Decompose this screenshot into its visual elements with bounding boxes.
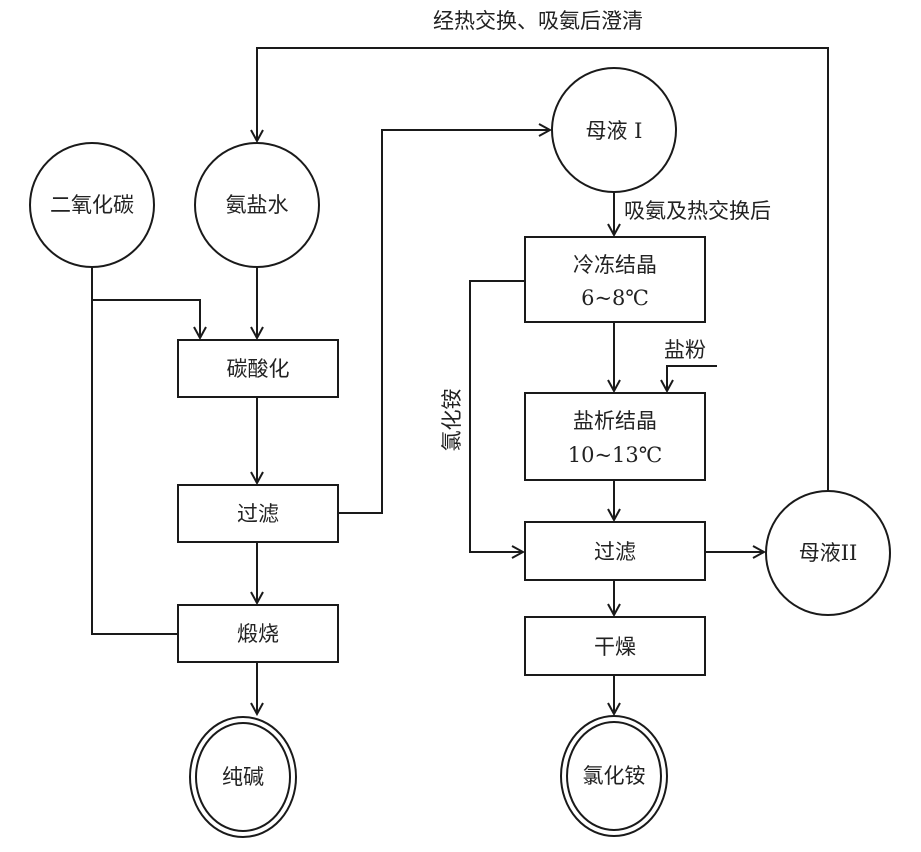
node-filter-left-label: 过滤	[237, 502, 279, 526]
node-filter-right-label: 过滤	[594, 540, 636, 564]
edge-recycle-to-ammonia-brine	[257, 47, 829, 491]
node-carbonation: 碳酸化	[177, 339, 339, 398]
node-filter-left: 过滤	[177, 484, 339, 543]
node-calcination-label: 煅烧	[237, 622, 279, 646]
edge-freeze-to-filter-right	[469, 280, 525, 552]
node-soda-ash-label: 纯碱	[222, 765, 264, 789]
node-mother-liquor-2-label: 母液II	[799, 541, 858, 565]
node-ammonia-brine-label: 氨盐水	[226, 193, 289, 217]
node-salting-crystallization: 盐析结晶 10~13℃	[524, 392, 706, 481]
node-ammonium-chloride-label: 氯化铵	[583, 764, 646, 788]
node-mother-liquor-1: 母液 I	[551, 67, 677, 193]
edge-salt-powder-to-salting	[667, 365, 717, 391]
node-ammonium-chloride: 氯化铵	[560, 715, 668, 837]
node-calcination: 煅烧	[177, 604, 339, 663]
node-mother-liquor-2: 母液II	[765, 490, 891, 616]
edge-co2-to-carbonation	[91, 267, 200, 338]
node-drying-label: 干燥	[594, 635, 636, 659]
node-soda-ash: 纯碱	[189, 716, 297, 838]
node-drying: 干燥	[524, 616, 706, 676]
edge-label-nh4cl-side: 氯化铵	[440, 389, 464, 452]
node-filter-right: 过滤	[524, 521, 706, 581]
node-freeze-crystallization: 冷冻结晶 6~8℃	[524, 236, 706, 323]
node-salting-cryst-label: 盐析结晶	[573, 409, 657, 433]
node-freeze-cryst-label: 冷冻结晶	[573, 253, 657, 277]
node-mother-liquor-1-label: 母液 I	[586, 119, 643, 143]
edge-label-salt-powder: 盐粉	[664, 338, 706, 362]
node-salting-cryst-temp: 10~13℃	[568, 443, 663, 467]
node-co2: 二氧化碳	[29, 142, 155, 268]
edge-filter-to-mother-liquor-1	[338, 130, 550, 514]
edge-calcination-to-co2-line	[91, 300, 178, 635]
node-carbonation-label: 碳酸化	[227, 357, 290, 381]
edge-label-ml1-to-freeze: 吸氨及热交换后	[624, 199, 771, 223]
node-ammonia-brine: 氨盐水	[194, 142, 320, 268]
node-freeze-cryst-temp: 6~8℃	[581, 286, 649, 310]
node-co2-label: 二氧化碳	[50, 193, 134, 217]
edge-label-recycle: 经热交换、吸氨后澄清	[433, 9, 643, 33]
